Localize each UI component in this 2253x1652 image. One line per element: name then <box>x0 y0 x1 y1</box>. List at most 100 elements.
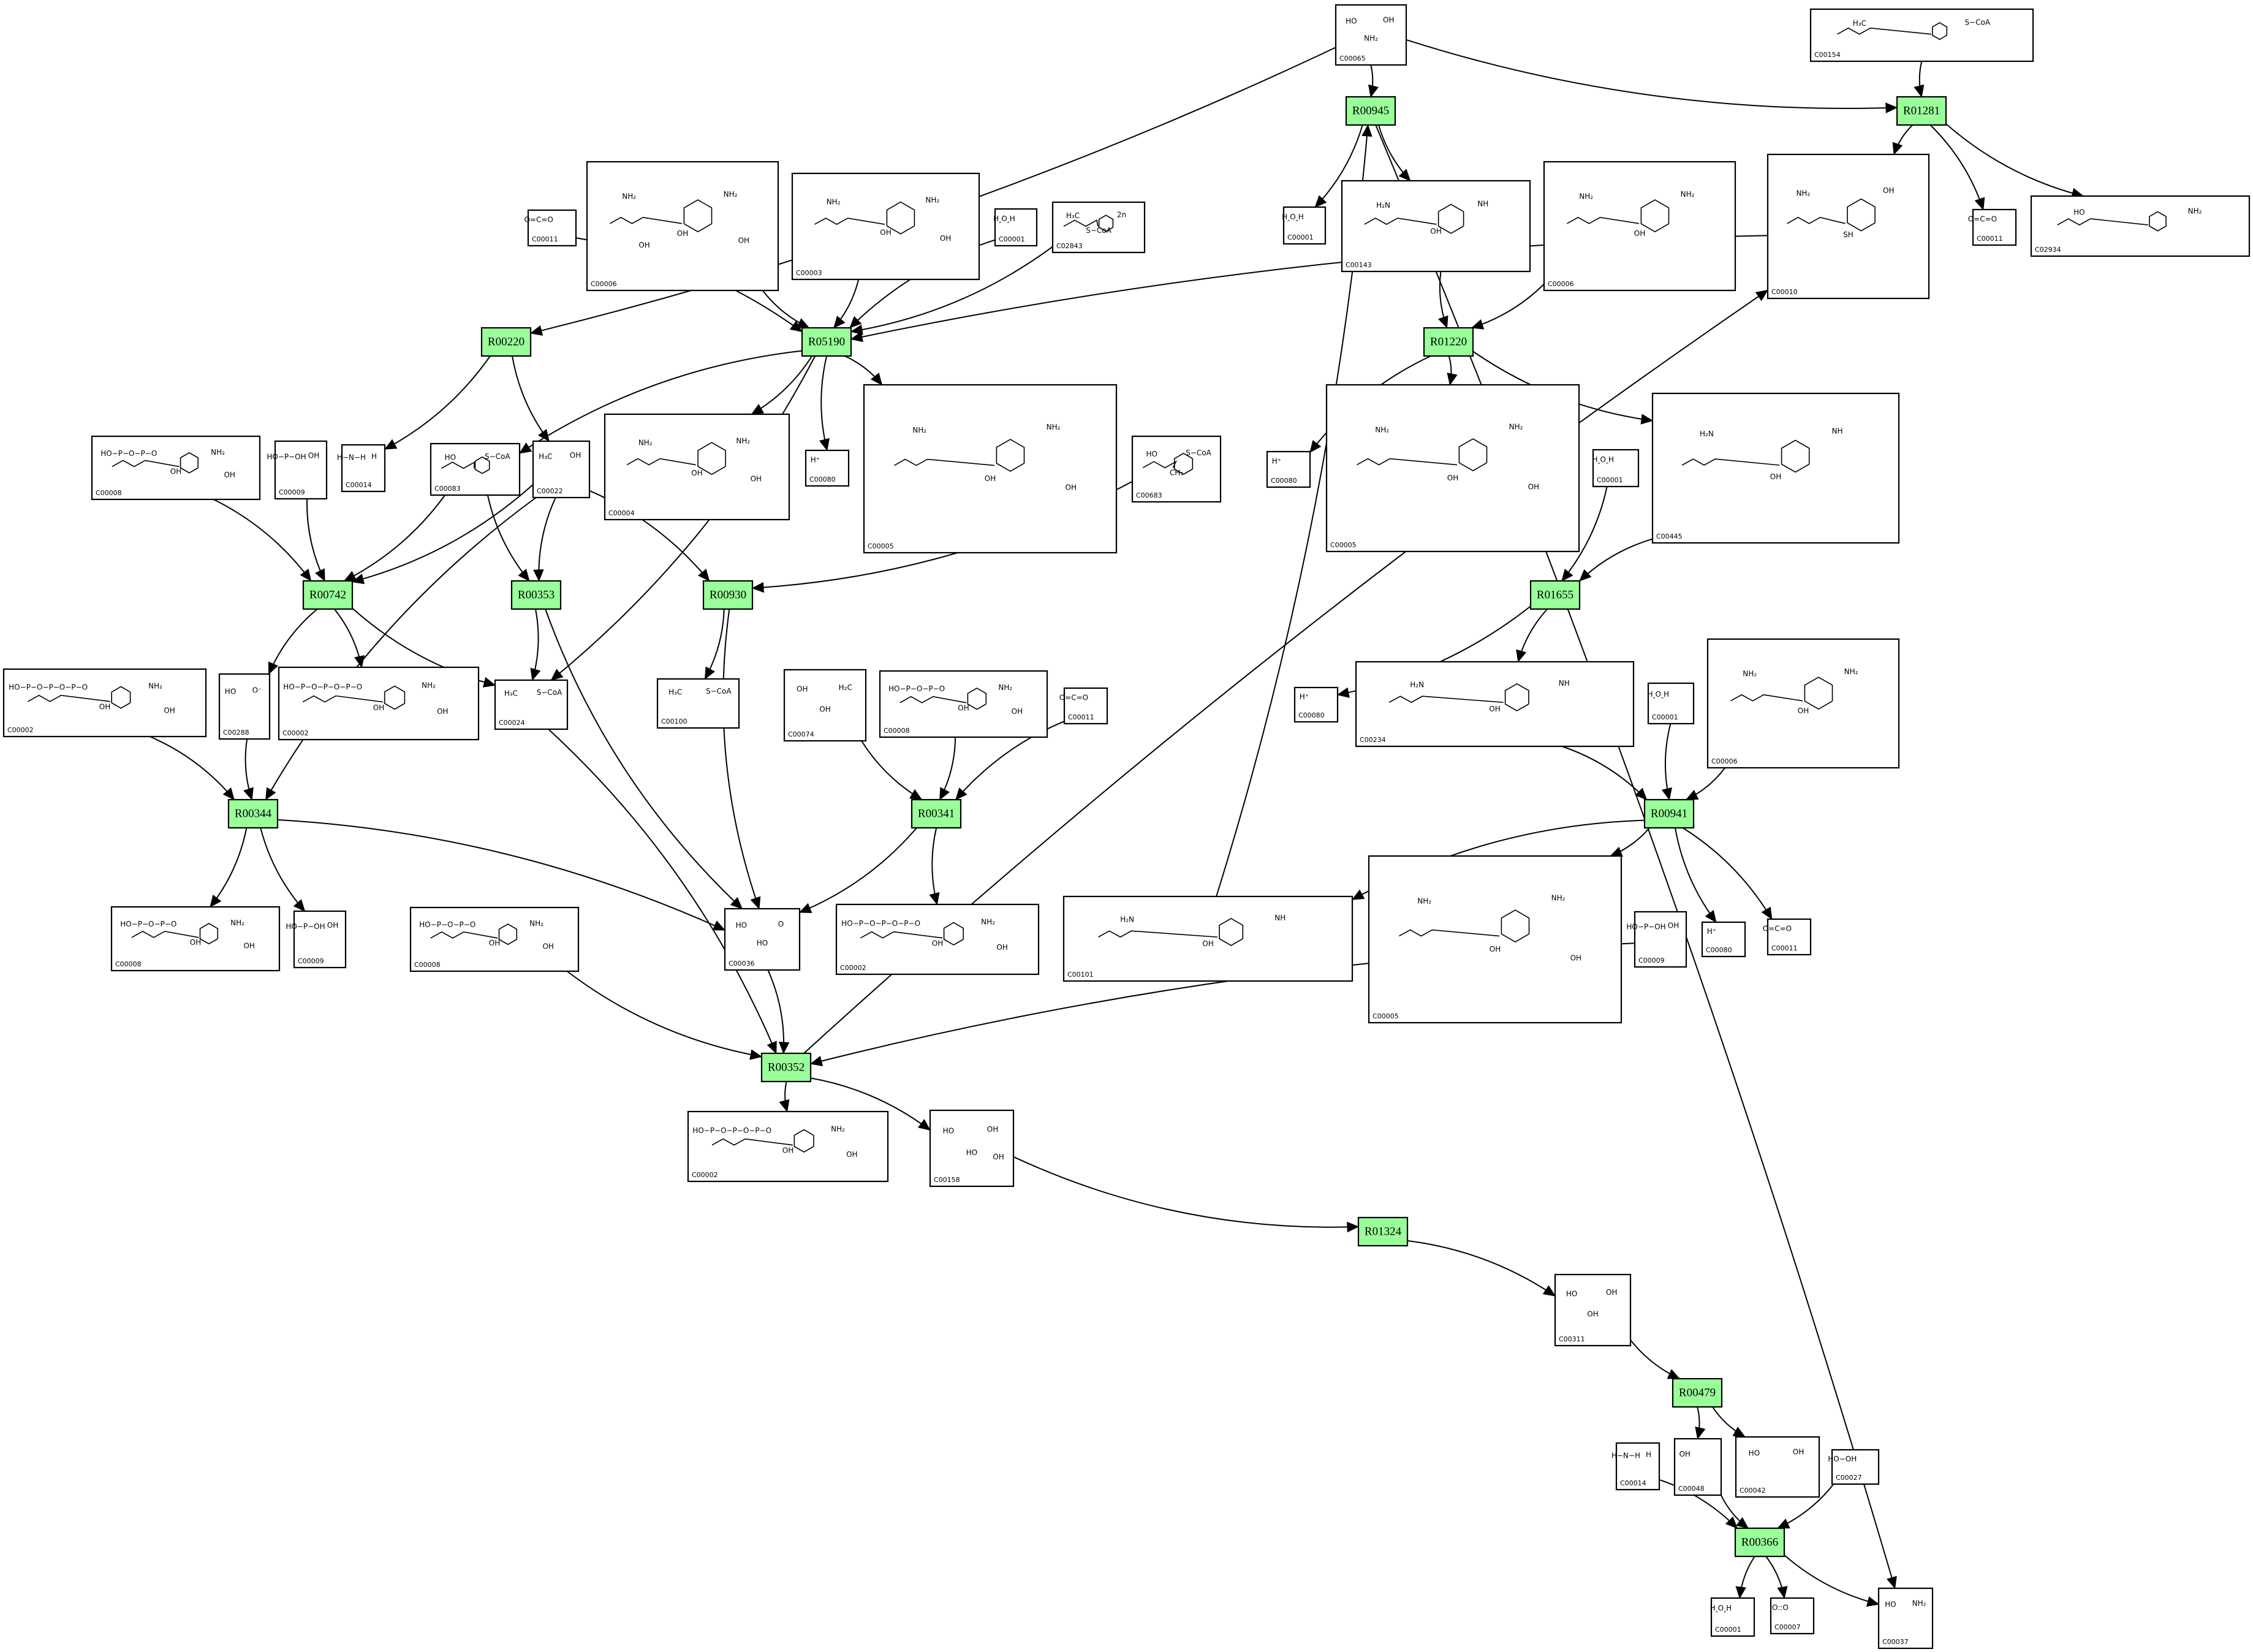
compound-node[interactable]: H⁺C00080 <box>1266 450 1311 488</box>
structure-atom-label: OH <box>751 474 762 483</box>
reaction-box[interactable] <box>1672 1377 1723 1408</box>
reaction-edge <box>260 827 306 912</box>
reaction-node[interactable]: R00220 <box>480 327 532 357</box>
reaction-box[interactable] <box>702 580 754 610</box>
reaction-box[interactable] <box>1345 96 1396 126</box>
reaction-node[interactable]: R01655 <box>1529 580 1581 610</box>
reaction-node[interactable]: R00945 <box>1345 96 1396 126</box>
reaction-box[interactable] <box>760 1052 812 1083</box>
arrowhead <box>730 896 743 909</box>
reaction-node[interactable]: R00930 <box>702 580 754 610</box>
compound-box <box>1809 8 2034 63</box>
arrowhead <box>1516 649 1527 663</box>
reaction-node[interactable]: R00341 <box>911 798 962 829</box>
reaction-box[interactable] <box>480 327 532 357</box>
compound-node[interactable]: H⁺C00080 <box>1701 921 1746 958</box>
reaction-box[interactable] <box>911 798 962 829</box>
reaction-node[interactable]: R00353 <box>510 580 562 610</box>
reaction-node[interactable]: R00941 <box>1643 798 1695 829</box>
reaction-node[interactable]: R01281 <box>1896 96 1947 126</box>
reaction-node[interactable]: R01220 <box>1423 327 1474 357</box>
reaction-node[interactable]: R00479 <box>1672 1377 1723 1408</box>
reaction-box[interactable] <box>1357 1216 1409 1247</box>
reaction-node[interactable]: R00352 <box>760 1052 812 1083</box>
reaction-node[interactable]: R01324 <box>1357 1216 1409 1247</box>
compound-node[interactable]: H⁺C00080 <box>1293 686 1339 723</box>
compound-id-label: C00048 <box>1678 1485 1705 1493</box>
reaction-box[interactable] <box>302 580 354 610</box>
reaction-node[interactable]: R00366 <box>1734 1527 1785 1558</box>
reaction-box[interactable] <box>801 327 852 357</box>
reaction-box[interactable] <box>1643 798 1695 829</box>
reaction-box[interactable] <box>1734 1527 1785 1558</box>
compound-id-label: C00022 <box>537 487 563 495</box>
reaction-box[interactable] <box>1529 580 1581 610</box>
reaction-box[interactable] <box>1423 327 1474 357</box>
reaction-edge <box>722 608 761 910</box>
compound-node[interactable]: H⁺C00080 <box>805 449 850 487</box>
reaction-node[interactable]: R00344 <box>227 798 279 829</box>
reaction-edge <box>767 969 790 1055</box>
reaction-box[interactable] <box>1896 96 1947 126</box>
reaction-box[interactable] <box>510 580 562 610</box>
compound-box <box>1615 1442 1660 1491</box>
reaction-box[interactable] <box>227 798 279 829</box>
reaction-node[interactable]: R05190 <box>801 327 852 357</box>
reaction-node[interactable]: R00742 <box>302 580 354 610</box>
